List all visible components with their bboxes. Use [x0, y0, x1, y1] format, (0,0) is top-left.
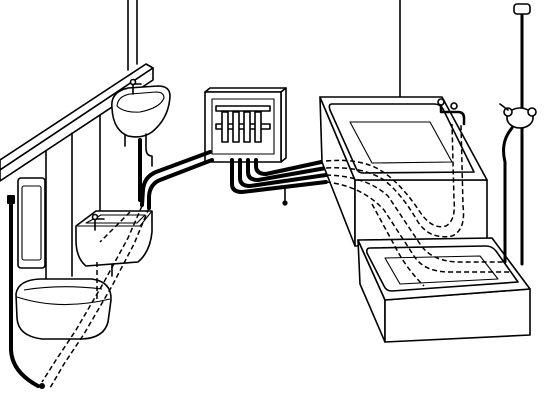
supply-pipe-right — [246, 158, 328, 182]
bathtub-faucet-spout — [439, 101, 466, 126]
bathtub-faucet-knob — [437, 98, 445, 106]
concealed-pipe-left — [41, 205, 143, 383]
bathtub-faucet — [437, 98, 466, 126]
concealed-pipes — [41, 123, 512, 389]
toilet-seat — [16, 296, 111, 306]
washbasin-faucet-knob — [129, 78, 137, 86]
shower-mixer-body — [506, 107, 534, 129]
flush-plate — [17, 177, 46, 269]
toilet-body — [15, 278, 112, 340]
concealed-pipe-left — [49, 207, 150, 389]
shut-off-valve-marker — [282, 185, 288, 206]
small-basin-faucet-knob — [91, 213, 99, 221]
supply-pipes — [140, 150, 328, 210]
small-basin — [75, 210, 153, 277]
supply-pipe-right — [230, 158, 328, 194]
concealed-pipe-basin — [99, 211, 131, 243]
manifold-box — [204, 87, 287, 163]
manifold-box-frame — [211, 98, 275, 155]
room-walls — [127, 0, 401, 98]
shower — [499, 3, 537, 266]
manifold-valve — [254, 111, 262, 143]
drain-pipe-end-marker — [39, 383, 45, 389]
shower-tray-basin — [366, 245, 519, 292]
supply-pipe-right — [238, 158, 328, 188]
supply-pipe-left — [147, 158, 214, 210]
concealed-pipe-tub-faucet — [325, 123, 456, 228]
manifold-valve — [221, 111, 229, 143]
supply-pipe-right — [254, 158, 328, 176]
bathtub-floor — [349, 121, 453, 164]
washbasin-trap — [145, 133, 153, 167]
toilet — [15, 278, 112, 340]
toilet-lid — [23, 286, 103, 291]
drain-pipe — [9, 198, 40, 388]
manifold-bar-lower — [215, 123, 271, 130]
manifold-bar-upper — [215, 105, 271, 112]
washbasin-bowl — [116, 91, 165, 113]
concealed-pipe-tub-faucet — [325, 123, 465, 238]
small-basin-rim-edge — [76, 210, 153, 227]
flush-plate-outer — [17, 177, 46, 269]
shower-tray — [357, 237, 531, 343]
shower-tray-floor — [384, 255, 499, 285]
manifold-valve — [243, 111, 251, 143]
shower-mixer-bracket — [499, 103, 509, 111]
shower-mixer-knob — [503, 107, 513, 117]
supply-pipe-left — [140, 150, 212, 207]
manifold-valve — [232, 111, 240, 143]
drain-pipe-left — [7, 195, 45, 389]
shower-mixer-knob — [527, 107, 537, 117]
shower-head-icon — [513, 3, 531, 15]
valve-marker-head — [282, 200, 288, 206]
flush-plate-inner — [21, 185, 42, 261]
shower-hose — [502, 126, 514, 264]
bathtub-faucet-knob — [450, 102, 458, 110]
washbasin — [111, 78, 171, 202]
concealed-pipe-tray-drain — [371, 203, 425, 287]
